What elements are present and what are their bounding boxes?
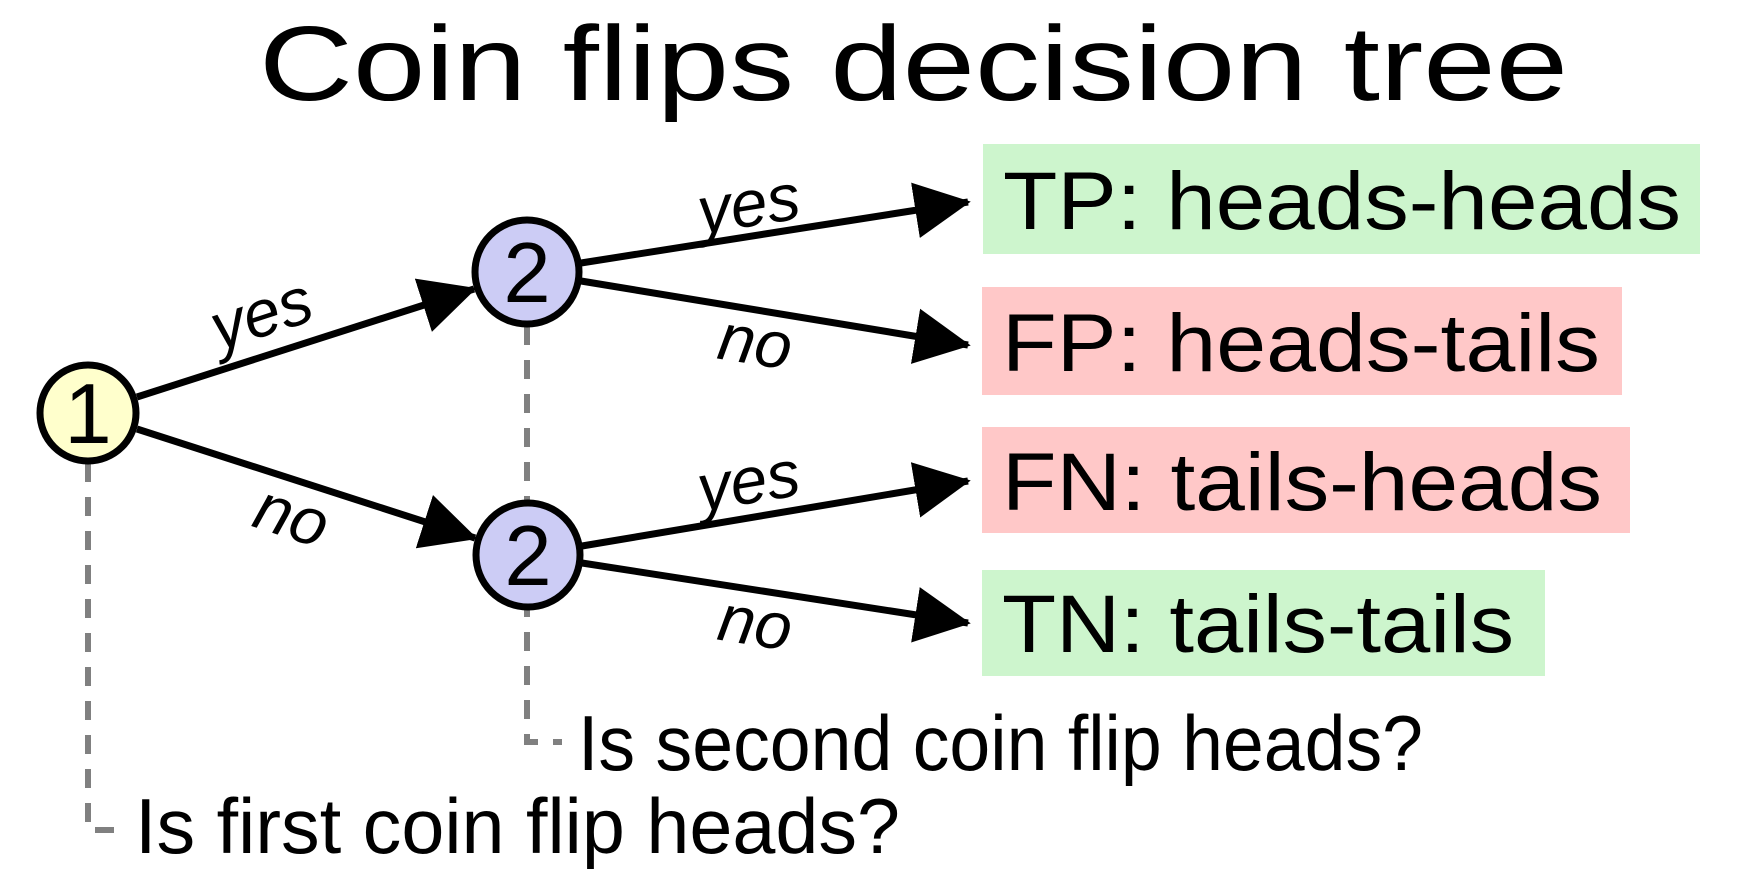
leaf-label-fn: FN: tails-heads bbox=[1002, 437, 1602, 528]
decision-nodes: 1 2 2 bbox=[36, 216, 584, 611]
edge-label-no-2: no bbox=[714, 299, 798, 384]
edge-label-yes-1: yes bbox=[197, 262, 321, 365]
leaf-box-fp bbox=[982, 287, 1622, 395]
question-second-flip: Is second coin flip heads? bbox=[578, 699, 1423, 787]
edge-node2top-to-fp bbox=[580, 277, 971, 364]
edge-label-yes-3: yes bbox=[687, 435, 804, 526]
diagram-title: Coin flips decision tree bbox=[259, 5, 1568, 123]
edge-label-no-1: no bbox=[246, 469, 339, 562]
edge-node1-to-node2bottom bbox=[135, 425, 478, 549]
tree-edges bbox=[135, 182, 971, 643]
edge-node2bottom-to-fn bbox=[581, 462, 971, 550]
guide-line-node2-question bbox=[524, 326, 562, 745]
leaf-boxes: TP: heads-heads FP: heads-tails FN: tail… bbox=[982, 144, 1700, 676]
dashed-guides bbox=[85, 326, 562, 833]
node-2-top-circle bbox=[471, 216, 583, 328]
question-first-flip: Is first coin flip heads? bbox=[135, 782, 900, 870]
edge-node2top-to-tp bbox=[580, 182, 971, 267]
leaf-box-tn bbox=[982, 570, 1545, 676]
node-1-label: 1 bbox=[64, 367, 111, 462]
node-2-bottom-circle bbox=[472, 499, 584, 611]
node-2-bottom-label: 2 bbox=[504, 509, 551, 604]
leaf-label-tp: TP: heads-heads bbox=[1003, 156, 1681, 247]
leaf-label-fp: FP: heads-tails bbox=[1002, 298, 1600, 389]
guide-line-node1-question bbox=[85, 463, 126, 833]
edge-node2bottom-to-tn bbox=[581, 559, 971, 643]
leaf-label-tn: TN: tails-tails bbox=[1002, 579, 1514, 670]
edge-label-yes-2: yes bbox=[688, 159, 805, 249]
edge-node1-to-node2top bbox=[135, 278, 477, 401]
leaf-box-tp bbox=[983, 144, 1700, 254]
node-1-circle bbox=[36, 361, 140, 465]
question-annotations: Is second coin flip heads? Is first coin… bbox=[135, 699, 1423, 870]
leaf-box-fn bbox=[982, 427, 1630, 533]
edge-label-no-3: no bbox=[714, 580, 798, 665]
node-2-top-label: 2 bbox=[503, 226, 550, 321]
